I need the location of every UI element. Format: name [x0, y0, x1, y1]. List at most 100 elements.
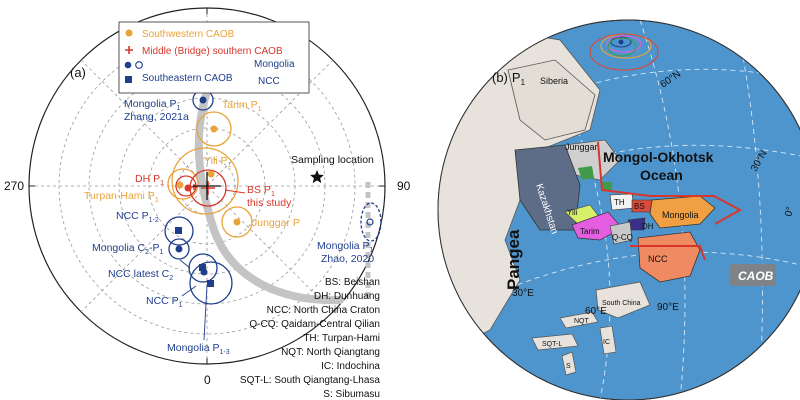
mongolia-zhao-a95 [360, 202, 382, 242]
label-lon30: 30°E [512, 288, 534, 299]
label-bs-map: BS [634, 202, 645, 211]
label-sqtl: SQT-L [542, 341, 562, 348]
center-cross [193, 172, 221, 200]
ncc-p1-a95 [189, 261, 233, 305]
mongolia-zhao-pole [366, 218, 374, 226]
label-s: S [566, 363, 571, 370]
pole-dot [618, 39, 624, 45]
legend-red-cross-icon [125, 46, 133, 54]
tarim-a95 [196, 111, 232, 147]
junggar-a95 [221, 206, 253, 238]
legend-ncc: NCC [258, 76, 280, 87]
legend-southwestern: Southwestern CAOB [142, 29, 235, 40]
ncc-block [637, 231, 701, 283]
label-bs: BS P1 [247, 184, 275, 198]
abbr-item: BS: Beishan [325, 277, 380, 288]
label-mongolia-c2p1: Mongolia C2-P1 [92, 242, 164, 256]
label-tarim-map: Tarim [580, 227, 600, 236]
label-ncc-p1: NCC P1 [146, 295, 183, 309]
abbr-item: NQT: North Qiangtang [281, 347, 380, 358]
label-siberia: Siberia [540, 76, 568, 86]
mongolia-c2p1-pole [175, 245, 183, 253]
ncc-latest-a95 [188, 253, 218, 283]
label-mongolia-zhao: Mongolia P1 [317, 240, 374, 254]
caob-badge [730, 264, 776, 286]
axis-0: 0 [204, 373, 211, 387]
abbr-item: IC: Indochina [321, 361, 380, 372]
s-block [561, 351, 577, 376]
label-junggar: Junggar P [252, 217, 300, 229]
ncc-latest-pole [199, 264, 206, 271]
label-mongolia-zhang: Mongolia P1 [124, 98, 181, 112]
label-mongol-okhotsk: Mongol-Okhotsk [603, 149, 714, 165]
turpan-a95 [167, 168, 199, 200]
label-lon90: 90°E [657, 302, 679, 313]
label-mongolia-map: Mongolia [662, 210, 699, 220]
abbr-item: SQT-L: South Qiangtang-Lhasa [240, 375, 381, 386]
panel-a-label: (a) [70, 65, 86, 80]
label-mongolia-p13: Mongolia P1-3 [167, 342, 230, 356]
yili-a95 [171, 147, 239, 215]
label-south-china: South China [602, 300, 641, 307]
label-pangea: Pangea [504, 229, 523, 290]
label-tarim: Tarim P1 [222, 99, 262, 113]
mongolia-c2p1-a95 [168, 238, 190, 260]
label-th: TH [614, 198, 625, 207]
qcq-block [609, 221, 633, 245]
legend [118, 21, 310, 94]
label-nqt: NQT [574, 318, 590, 325]
ncc-p1-pole [207, 280, 214, 287]
sampling-label: Sampling location [291, 154, 374, 166]
abbr-item: S: Sibumasu [323, 389, 380, 400]
sqtl-block [531, 333, 579, 351]
dh-pole [184, 184, 192, 192]
legend-blue-dot-icon [124, 61, 132, 69]
label-ncc-p12: NCC P1-2 [116, 210, 159, 224]
abbr-item: Q-CQ: Qaidam-Central Qilian [249, 319, 380, 330]
label-yili: Yili P1 [204, 155, 232, 169]
ic-block [599, 325, 617, 355]
axis-270: 270 [4, 179, 24, 193]
yili-pole [207, 170, 215, 178]
south-china-block [595, 281, 651, 319]
label-mongolia-zhao-ref: Zhao, 2020 [321, 253, 374, 265]
bs-pole [201, 181, 215, 195]
abbr-item: DH: Dunhuang [314, 291, 380, 302]
label-dh-map: DH [642, 222, 654, 231]
legend-middle: Middle (Bridge) southern CAOB [142, 46, 283, 57]
tarim-block [571, 211, 623, 241]
legend-blue-open-dot-icon [135, 61, 143, 69]
label-qcq: Q-CQ [612, 233, 633, 242]
ncc-p12-a95 [164, 216, 194, 246]
turpan-pole [176, 181, 184, 189]
label-junggar-map: Junggar [565, 142, 598, 152]
label-ocean: Ocean [640, 167, 683, 183]
label-mongolia-zhang-ref: Zhang, 2021a [124, 111, 189, 123]
abbr-item: TH: Turpan-Hami [303, 333, 380, 344]
axis-90: 90 [397, 179, 411, 193]
legend-southeastern: Southeastern CAOB [142, 73, 233, 84]
junggar-pole [233, 218, 241, 226]
legend-blue-square-icon [125, 76, 132, 83]
siberia-block [507, 59, 596, 141]
mongolia-p13-pole [200, 268, 208, 276]
label-lat0: 0° [783, 206, 796, 218]
mongolia-zhang-pole [199, 96, 207, 104]
tarim-pole [210, 125, 218, 133]
label-caob: CAOB [738, 269, 774, 283]
label-dh: DH P1 [135, 173, 164, 187]
legend-mongolia: Mongolia [254, 59, 295, 70]
label-lon60: 60°E [585, 306, 607, 317]
label-ncc-latest: NCC latest C2 [108, 268, 173, 282]
globe [437, 19, 800, 400]
label-yili-map: Yili [567, 208, 578, 217]
junggar-basin [578, 166, 594, 180]
label-ic: IC [603, 339, 610, 346]
label-turpan: Turpan-Hami P1 [84, 190, 159, 204]
middle-pole [191, 184, 197, 190]
abbr-item: NCC: North China Craton [267, 305, 380, 316]
sampling-star-icon [310, 170, 324, 184]
green-block [602, 182, 612, 190]
small-circle-track [194, 84, 344, 305]
